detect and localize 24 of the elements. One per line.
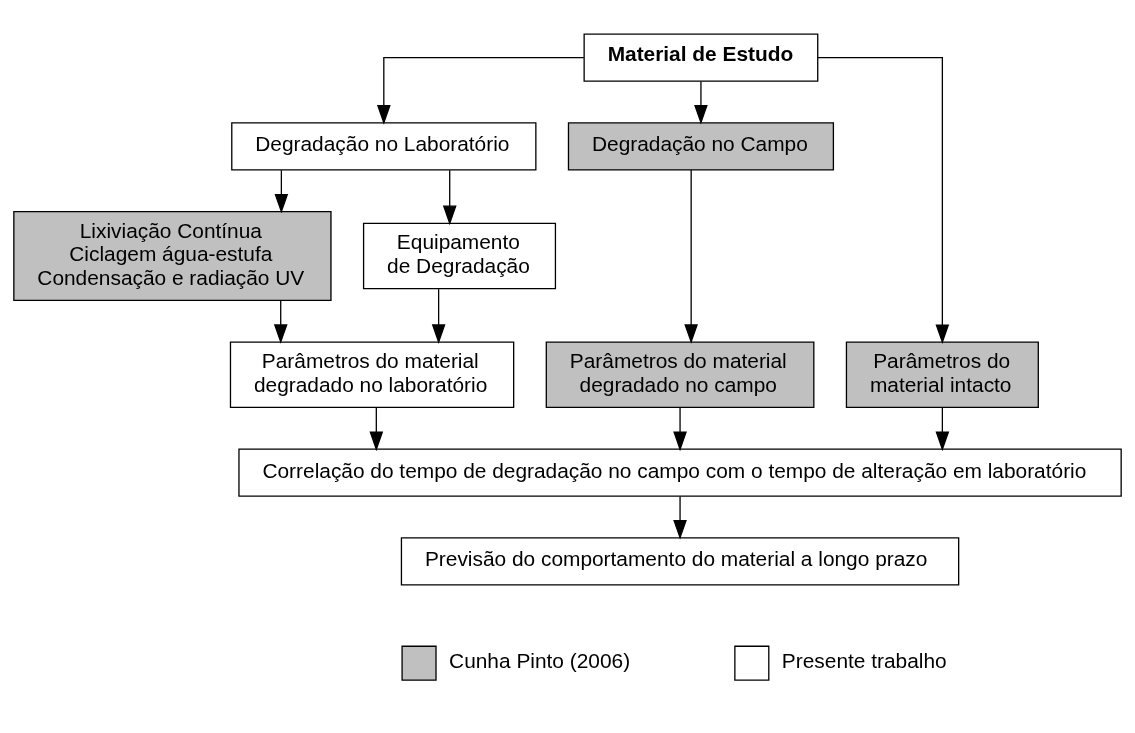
arrow bbox=[817, 56, 950, 344]
node-box: Parâmetros do material degradado no laboratório bbox=[229, 341, 515, 408]
node-box: Lixiviação Contínua Ciclagem água-estufa Condensação e radiação UV bbox=[13, 210, 332, 301]
legend-label: Presente trabalho bbox=[781, 648, 947, 672]
node-box: Parâmetros do material degradado no campo bbox=[545, 341, 815, 408]
arrow bbox=[673, 495, 687, 540]
arrow bbox=[274, 169, 289, 214]
node-box: Parâmetros do material intacto bbox=[845, 341, 1039, 408]
arrow bbox=[273, 299, 288, 344]
arrow bbox=[694, 80, 708, 125]
node-box: Correlação do tempo de degradação no campo com o tempo de alteração em laboratório bbox=[238, 448, 1122, 497]
arrow bbox=[442, 169, 457, 225]
arrow bbox=[684, 168, 698, 344]
node-box: Material de Estudo bbox=[583, 33, 819, 82]
node-box: Degradação no Campo bbox=[567, 121, 835, 171]
node-box: Degradação no Laboratório bbox=[231, 121, 537, 171]
legend-label: Cunha Pinto (2006) bbox=[449, 648, 631, 672]
node-box: Equipamento de Degradação bbox=[362, 222, 557, 289]
node-box: Previsão do comportamento do material a longo prazo bbox=[400, 536, 960, 586]
arrow bbox=[376, 56, 585, 125]
arrow bbox=[369, 406, 384, 451]
arrow bbox=[935, 406, 950, 451]
arrow bbox=[673, 406, 687, 451]
arrow bbox=[431, 288, 446, 344]
